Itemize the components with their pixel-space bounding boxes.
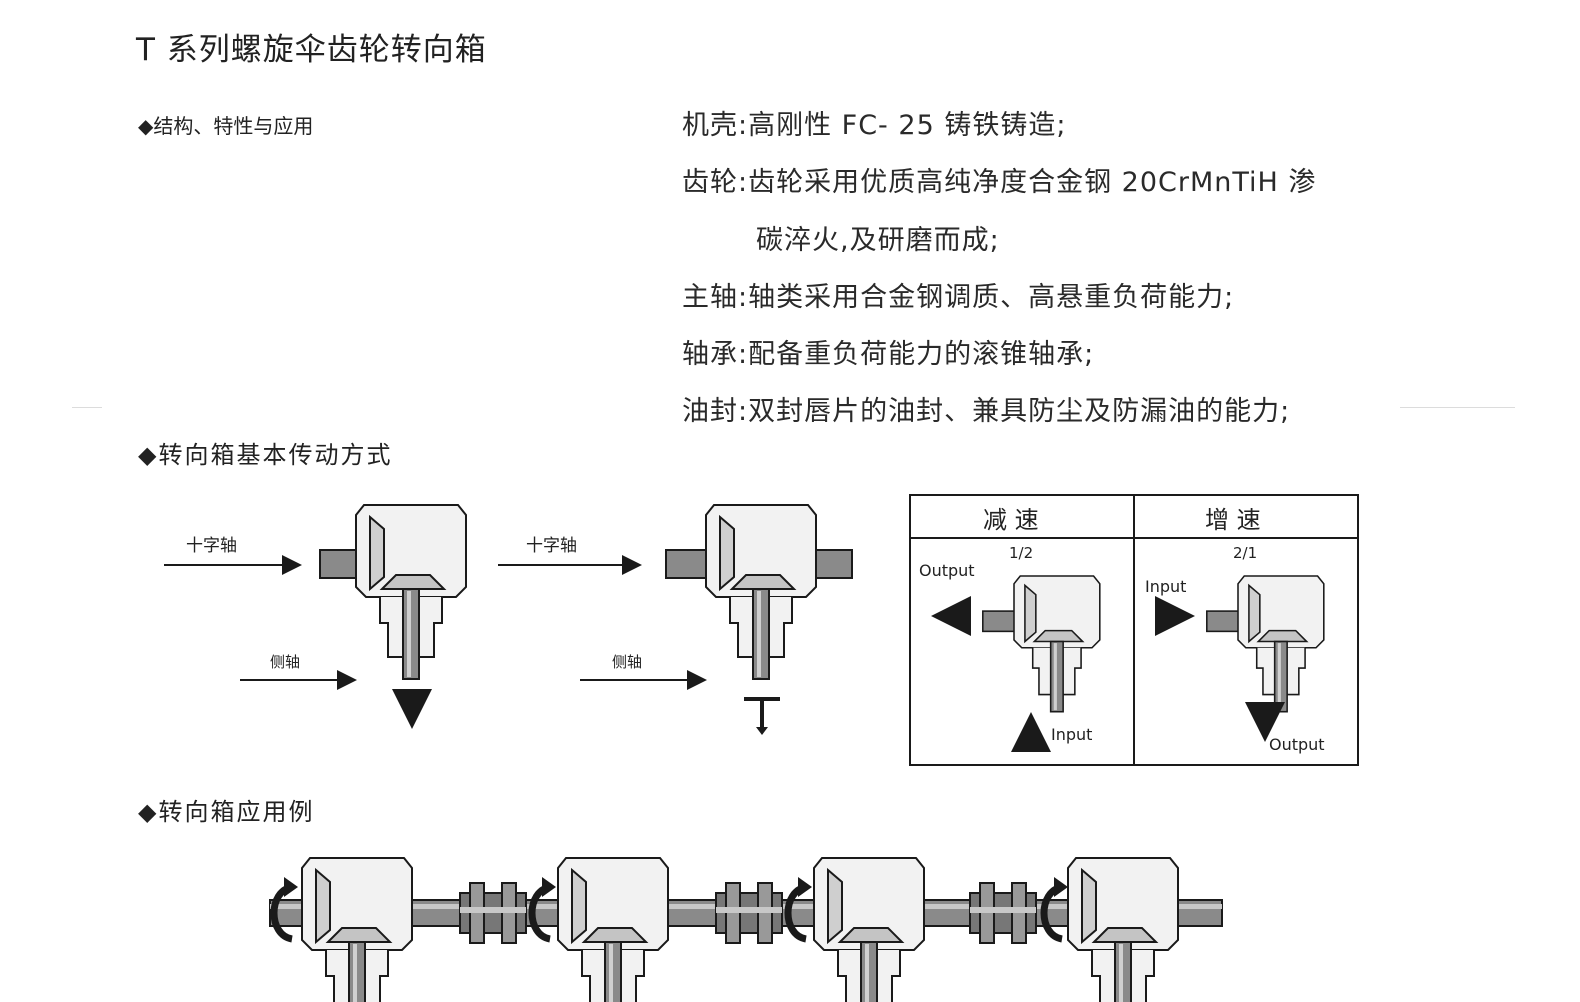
reduce-output-label: Output [919, 561, 975, 580]
gearbox-unit-2 [557, 857, 669, 1002]
cross-shaft-label: 十字轴 [186, 536, 237, 556]
increase-header: 增 速 [1205, 506, 1261, 534]
coupling-3 [969, 882, 1037, 944]
coupling-1 [459, 882, 527, 944]
section-application-heading: ◆转向箱应用例 [138, 798, 315, 826]
increase-gearbox [1206, 575, 1325, 713]
gearbox-unit-1 [301, 857, 413, 1002]
gearbox-unit-4 [1067, 857, 1179, 1002]
spec-shaft: 主轴:轴类采用合金钢调质、高悬重负荷能力; [682, 282, 1235, 313]
arrowhead [756, 727, 768, 735]
increase-output-label: Output [1269, 735, 1325, 754]
ratio-reduce: 1/2 [1009, 544, 1033, 562]
rotation-arrow-double [744, 697, 780, 727]
coupling-2 [715, 882, 783, 944]
spec-bearing: 轴承:配备重负荷能力的滚锥轴承; [682, 339, 1095, 370]
section-transmission-heading: ◆转向箱基本传动方式 [138, 441, 393, 469]
spec-gear: 齿轮:齿轮采用优质高纯净度合金钢 20CrMnTiH 渗 [682, 167, 1317, 198]
speed-ratio-table: 减 速 增 速 1/2 2/1 Output Input Input Outpu… [909, 494, 1359, 766]
side-shaft-label: 侧轴 [612, 653, 642, 671]
page-title: T 系列螺旋伞齿轮转向箱 [136, 32, 487, 68]
gearbox-unit-3 [813, 857, 925, 1002]
increase-input-label: Input [1145, 577, 1186, 596]
ratio-increase: 2/1 [1233, 544, 1257, 562]
transmission-diagram-2: 十字轴 侧轴 [498, 504, 853, 735]
section-structure-heading: ◆结构、特性与应用 [138, 114, 314, 138]
spec-housing: 机壳:高刚性 FC- 25 铸铁铸造; [682, 110, 1067, 141]
cross-shaft-label: 十字轴 [526, 536, 577, 556]
gearbox-housing [355, 504, 467, 680]
reduce-input-label: Input [1051, 725, 1092, 744]
rotation-arrow-single [392, 689, 432, 729]
application-example [269, 857, 1223, 1002]
reduce-gearbox [982, 575, 1101, 713]
side-shaft-label: 侧轴 [270, 653, 300, 671]
divider-right [1400, 407, 1515, 408]
reduce-header: 减 速 [983, 506, 1039, 534]
divider-left [72, 407, 102, 408]
spec-oil-seal: 油封:双封唇片的油封、兼具防尘及防漏油的能力; [682, 396, 1291, 427]
gearbox-housing [705, 504, 817, 680]
transmission-diagram-1: 十字轴 侧轴 [164, 504, 467, 729]
spec-gear-continued: 碳淬火,及研磨而成; [756, 225, 1000, 256]
